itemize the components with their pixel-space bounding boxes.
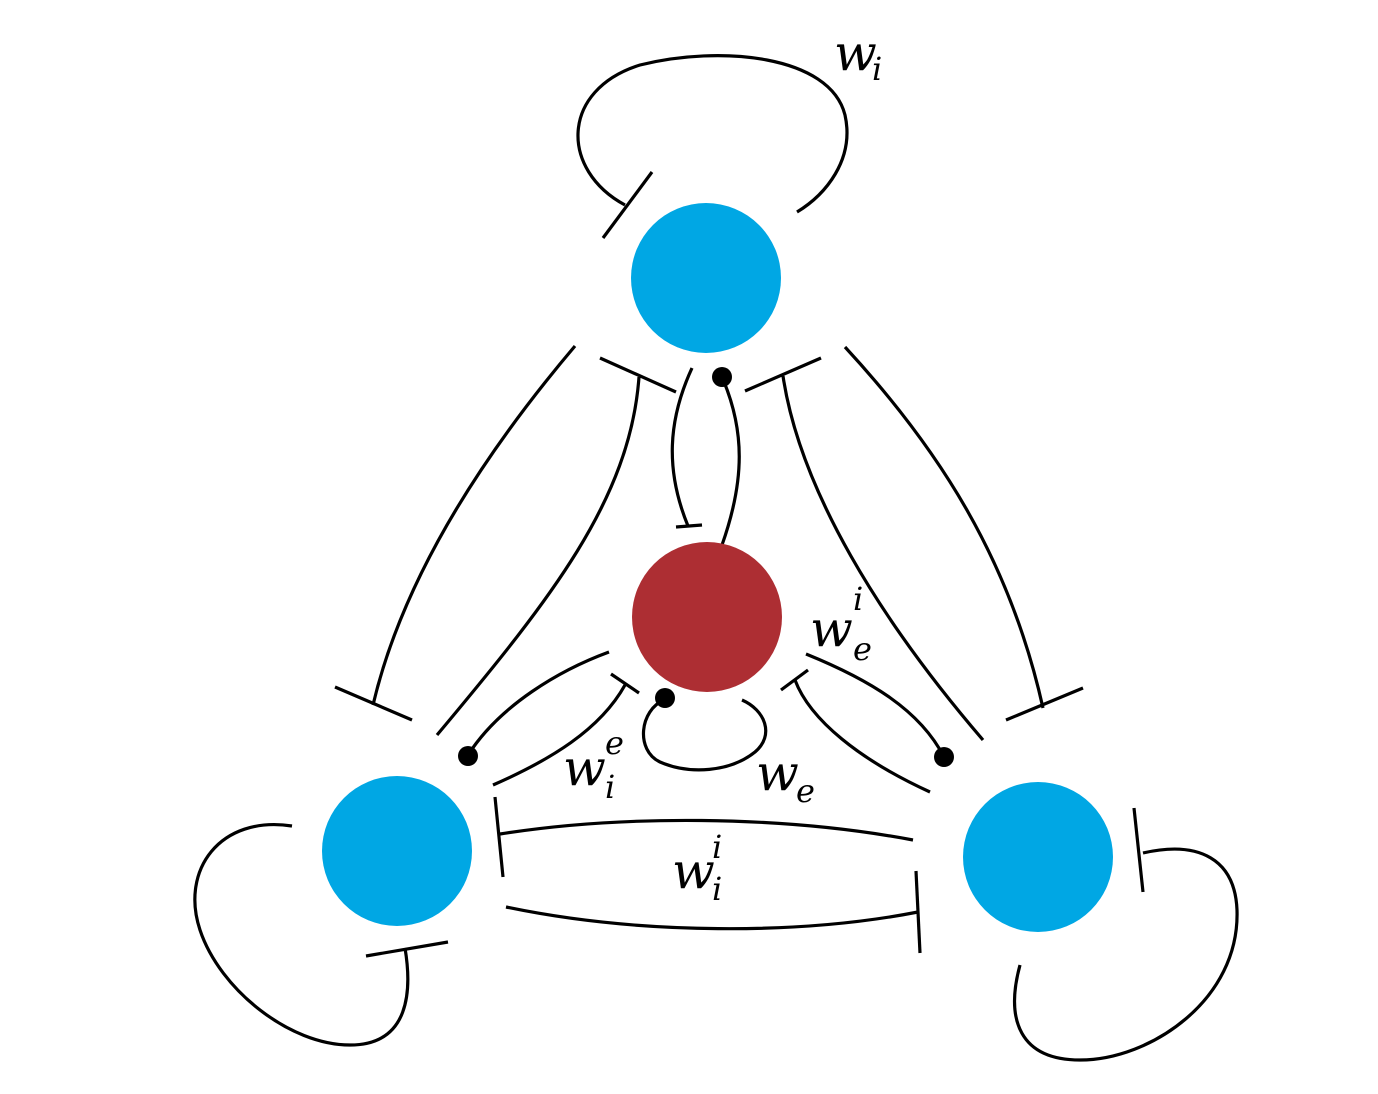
label-we: w e xyxy=(756,744,815,810)
label-wi-e: w e i xyxy=(563,724,624,806)
label-wi-e-sub: i xyxy=(605,768,615,806)
label-wi-e-sup: e xyxy=(605,724,624,762)
edge-top-to-center xyxy=(670,367,703,529)
edge-center-self-loop xyxy=(642,688,768,772)
label-we-i-sub: e xyxy=(853,630,872,668)
excitatory-dot-icon xyxy=(934,747,954,767)
edge-top-self-loop xyxy=(576,54,849,239)
node-left-inhibitory xyxy=(322,776,472,926)
label-we-i: w i e xyxy=(810,580,872,668)
inhibitory-bar-icon xyxy=(1005,686,1084,722)
label-we-i-sup: i xyxy=(853,580,863,618)
inhibitory-bar-icon xyxy=(610,672,640,695)
inhibitory-bar-icon xyxy=(365,940,449,958)
inhibitory-bar-icon xyxy=(334,685,413,722)
edge-center-to-left xyxy=(458,650,610,766)
inhibitory-bar-icon xyxy=(1132,807,1145,893)
edge-right-self-loop xyxy=(1012,807,1239,1062)
label-wi-i-sub: i xyxy=(712,870,722,908)
label-wi-i-base: w xyxy=(672,842,715,900)
edge-left-to-right-upper xyxy=(493,796,914,878)
edge-top-to-right-outer xyxy=(843,345,1084,722)
edge-right-to-top-inner xyxy=(744,356,985,742)
label-wi-e-base: w xyxy=(563,739,606,797)
edge-right-to-left-lower xyxy=(505,870,922,954)
edge-top-to-left-outer xyxy=(334,344,577,722)
excitatory-dot-icon xyxy=(655,688,675,708)
inhibitory-bar-icon xyxy=(914,870,922,954)
label-wi: w i xyxy=(834,24,882,88)
inhibitory-bar-icon xyxy=(780,668,809,692)
label-wi-base: w xyxy=(834,24,877,82)
edge-left-to-center xyxy=(492,672,640,787)
label-wi-i: w i i xyxy=(672,828,722,908)
inhibitory-bar-icon xyxy=(675,523,703,529)
label-wi-i-sup: i xyxy=(712,828,722,866)
label-we-sub: e xyxy=(796,772,815,810)
edge-right-to-center xyxy=(780,668,931,794)
excitatory-dot-icon xyxy=(458,746,478,766)
node-right-inhibitory xyxy=(963,782,1113,932)
edge-center-to-top xyxy=(712,367,741,546)
excitatory-dot-icon xyxy=(712,367,732,387)
edge-center-to-right xyxy=(805,652,954,767)
inhibitory-bar-icon xyxy=(493,796,505,878)
label-we-i-base: w xyxy=(810,600,853,658)
inhibitory-bar-icon xyxy=(599,356,677,394)
inhibitory-bar-icon xyxy=(744,356,822,393)
label-wi-sub: i xyxy=(872,50,882,88)
label-we-base: w xyxy=(756,744,799,802)
node-top-inhibitory xyxy=(631,203,781,353)
node-center-excitatory xyxy=(632,542,782,692)
inhibitory-bar-icon xyxy=(601,171,654,239)
edge-left-to-top-inner xyxy=(435,356,677,737)
edge-left-self-loop xyxy=(193,823,449,1047)
